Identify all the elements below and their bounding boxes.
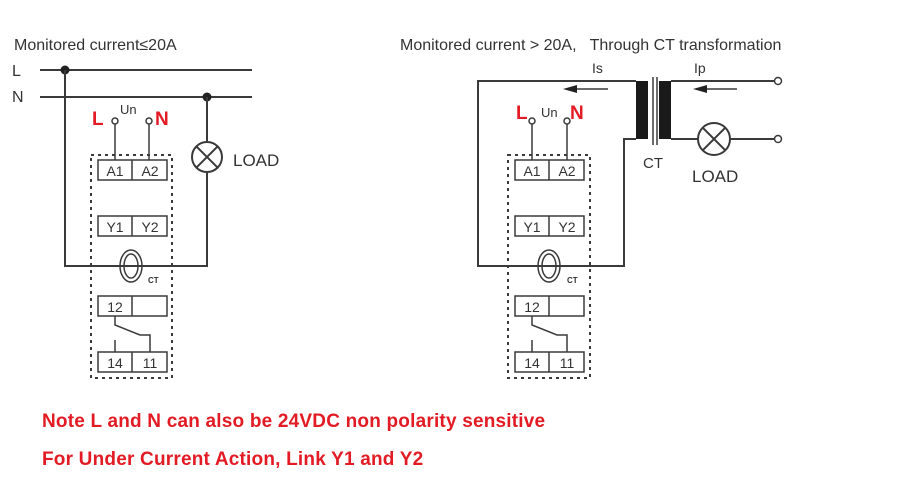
supply-n-label: N (155, 109, 169, 130)
load-label: LOAD (233, 151, 279, 170)
secondary-loop-wire (477, 80, 636, 267)
terminal-12: 12 (107, 299, 123, 315)
ct-ring-label: CT (148, 276, 159, 285)
relay-contact (531, 316, 568, 352)
terminal-a1: A1 (523, 163, 540, 179)
left-diagram: Monitored current≤20A L N LOAD L Un N A1… (12, 37, 279, 379)
primary-terminal (773, 76, 783, 86)
ct-ring-label: CT (567, 276, 578, 285)
terminal-post (528, 117, 536, 125)
left-title: Monitored current≤20A (14, 37, 177, 54)
right-title: Monitored current > 20A, Through CT tran… (400, 37, 781, 54)
monitored-loop-wire (64, 70, 208, 267)
is-arrow-icon (563, 85, 608, 93)
note-24vdc: Note L and N can also be 24VDC non polar… (42, 411, 546, 432)
current-transformer-icon (636, 77, 671, 145)
load-lamp-icon (191, 141, 223, 173)
ct-ring-icon (537, 249, 561, 283)
terminal-y2: Y2 (141, 219, 158, 235)
relay-outline (507, 154, 591, 379)
ip-label: Ip (694, 60, 706, 76)
supply-l-label: L (516, 103, 528, 124)
terminal-a2: A2 (558, 163, 575, 179)
terminal-y1: Y1 (523, 219, 540, 235)
supply-n-label: N (570, 103, 584, 124)
relay-contact (114, 316, 151, 352)
relay-outline (90, 154, 173, 379)
note-under-current: For Under Current Action, Link Y1 and Y2 (42, 449, 424, 470)
terminal-a2: A2 (141, 163, 158, 179)
terminal-11: 11 (560, 355, 575, 371)
terminal-y1: Y1 (106, 219, 123, 235)
terminal-a1: A1 (106, 163, 123, 179)
right-diagram: Monitored current > 20A, Through CT tran… (400, 37, 783, 379)
terminal-post (145, 117, 153, 125)
terminal-14: 14 (107, 355, 123, 371)
primary-terminal (773, 134, 783, 144)
terminal-post (111, 117, 119, 125)
supply-l-label: L (92, 109, 104, 130)
load-lamp-icon (697, 122, 731, 156)
terminal-14: 14 (524, 355, 540, 371)
terminal-12: 12 (524, 299, 540, 315)
ip-arrow-icon (693, 85, 737, 93)
terminal-11: 11 (143, 355, 158, 371)
line-l-label: L (12, 63, 21, 80)
terminal-y2: Y2 (558, 219, 575, 235)
load-label: LOAD (692, 167, 738, 186)
supply-un-label: Un (541, 105, 558, 120)
ct-ring-icon (119, 249, 143, 283)
supply-un-label: Un (120, 102, 137, 117)
ct-label: CT (643, 155, 663, 172)
line-n-label: N (12, 89, 24, 106)
is-label: Is (592, 60, 603, 76)
